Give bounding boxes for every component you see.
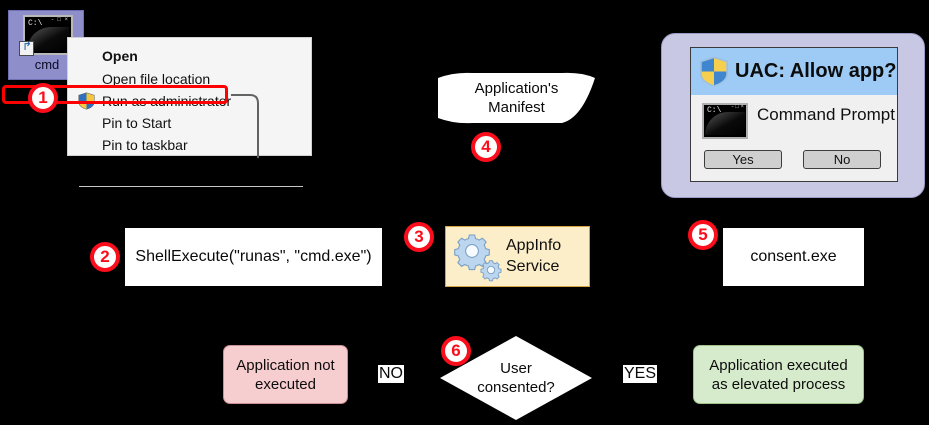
- app-elevated-line2: as elevated process: [711, 375, 846, 393]
- uac-dialog-title: UAC: Allow app?: [735, 60, 897, 82]
- uac-no-button[interactable]: No: [803, 150, 881, 169]
- command-prompt-icon: C:\ - □ ×: [702, 103, 748, 139]
- menu-item-open-file-location[interactable]: Open file location: [102, 71, 211, 87]
- desktop-icon-label: cmd: [34, 57, 60, 72]
- menu-item-pin-to-taskbar[interactable]: Pin to taskbar: [102, 137, 188, 153]
- menu-item-pin-to-start[interactable]: Pin to Start: [102, 115, 172, 131]
- appinfo-line2: Service: [506, 258, 560, 275]
- uac-app-name: Command Prompt: [757, 105, 895, 124]
- gears-icon: [453, 234, 505, 282]
- step-badge-6: 6: [441, 336, 471, 366]
- app-not-executed-line2: executed: [255, 375, 316, 393]
- menu-item-open[interactable]: Open: [102, 48, 138, 64]
- context-menu: Open Open file location Run as administr…: [67, 37, 312, 187]
- consent-exe-box: consent.exe: [723, 228, 864, 286]
- edge-label-yes: YES: [623, 365, 658, 383]
- uac-dialog: UAC: Allow app? C:\ - □ × Command Prompt…: [661, 33, 925, 198]
- uac-yes-button[interactable]: Yes: [704, 150, 782, 169]
- uac-dialog-body: C:\ - □ × Command Prompt Yes No: [691, 95, 897, 181]
- edge-label-no: NO: [378, 365, 404, 383]
- step-badge-5: 5: [688, 220, 718, 250]
- decision-line1: User: [500, 360, 532, 377]
- application-executed-elevated-box: Application executed as elevated process: [693, 345, 864, 404]
- manifest-line1: Application's: [474, 80, 559, 97]
- appinfo-service-box: AppInfo Service: [445, 226, 590, 287]
- applications-manifest-shape: Application's Manifest: [438, 72, 595, 124]
- step-badge-4: 4: [471, 132, 501, 162]
- uac-dialog-titlebar: UAC: Allow app?: [691, 48, 897, 95]
- application-not-executed-box: Application not executed: [223, 345, 348, 404]
- desktop-icon-cmd[interactable]: - □ × C:\ cmd: [8, 10, 84, 80]
- diagram-canvas: - □ × C:\ cmd Open Open file location Ru…: [0, 0, 929, 416]
- step-badge-3: 3: [404, 222, 434, 252]
- uac-dialog-window: UAC: Allow app? C:\ - □ × Command Prompt…: [690, 47, 898, 182]
- shellexecute-box: ShellExecute("runas", "cmd.exe"): [125, 228, 382, 286]
- run-as-administrator-highlight: [2, 85, 228, 104]
- uac-shield-icon: [699, 55, 729, 88]
- decision-line2: consented?: [477, 379, 555, 396]
- manifest-line2: Manifest: [488, 99, 545, 116]
- shortcut-arrow-icon: [19, 41, 34, 56]
- step-badge-2: 2: [90, 242, 120, 272]
- app-elevated-line1: Application executed: [709, 356, 848, 374]
- step-badge-1: 1: [28, 83, 58, 113]
- appinfo-line1: AppInfo: [506, 237, 562, 254]
- user-consented-decision: User consented?: [440, 336, 592, 420]
- cmd-prompt-text: C:\: [28, 19, 43, 28]
- app-not-executed-line1: Application not: [236, 356, 335, 374]
